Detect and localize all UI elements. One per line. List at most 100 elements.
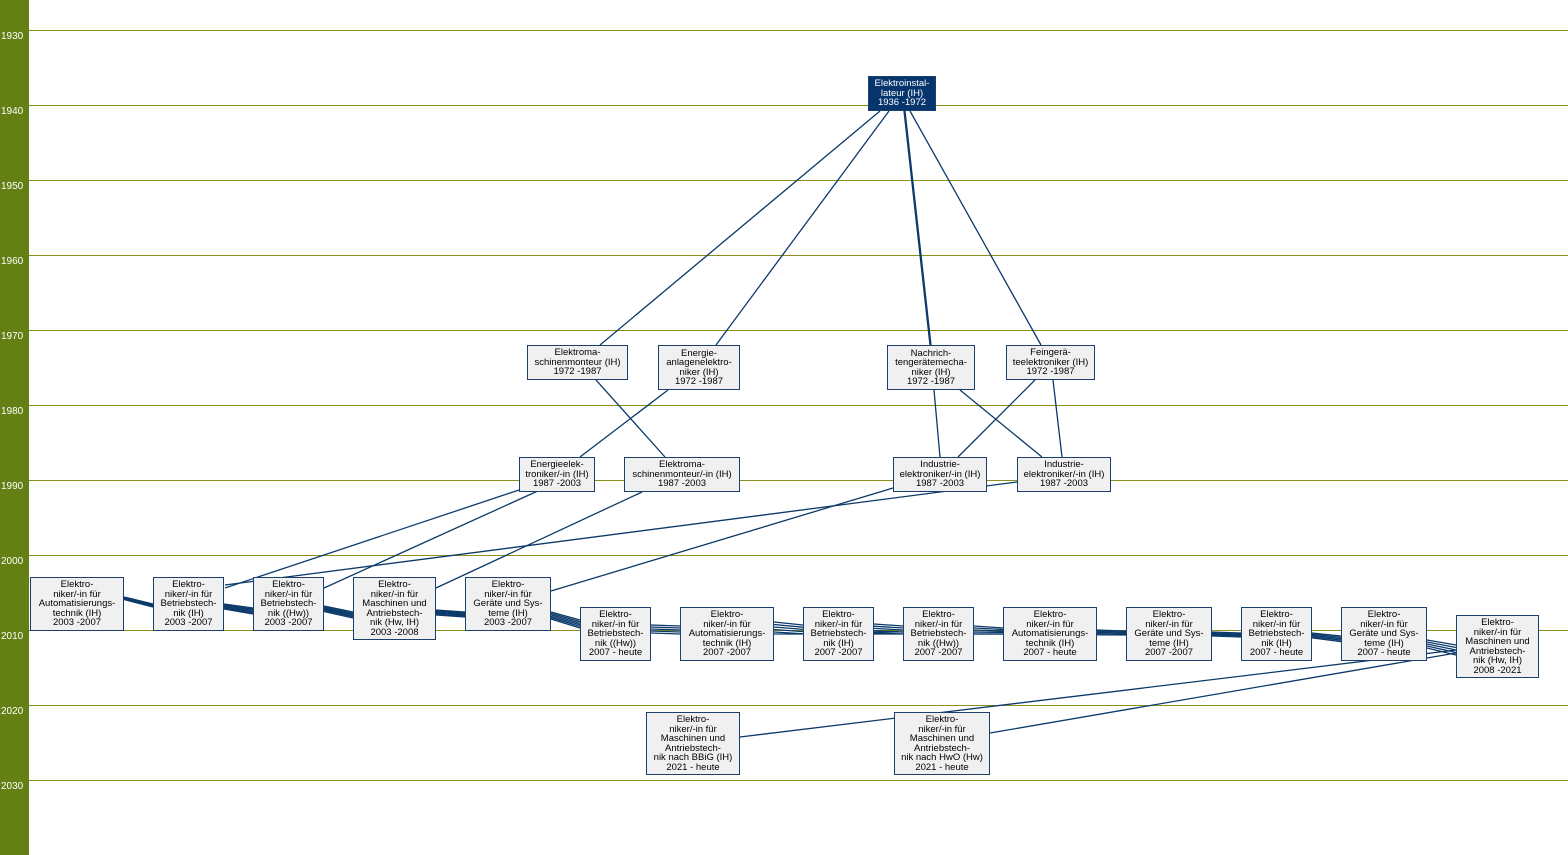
node-text-line: 2003 -2007 bbox=[164, 617, 213, 629]
occupation-node[interactable]: Elektroinstal-lateur (IH)1936 -1972 bbox=[868, 76, 936, 111]
year-label: 2010 bbox=[1, 631, 24, 642]
node-text-line: 2003 -2007 bbox=[264, 617, 313, 629]
connector-line bbox=[435, 614, 466, 618]
connector-line bbox=[223, 607, 254, 614]
node-text-line: 1987 -2003 bbox=[1039, 478, 1089, 490]
node-text-line: Maschinen und bbox=[362, 598, 427, 609]
occupation-node[interactable]: Industrie-elektroniker/-in (IH)1987 -200… bbox=[893, 457, 987, 492]
year-label: 1990 bbox=[1, 481, 24, 492]
node-text-line: Industrie- bbox=[920, 459, 960, 471]
node-text-line: niker (IH) bbox=[679, 366, 719, 378]
occupation-node[interactable]: Elektroma-schinenmonteur (IH)1972 -1987 bbox=[527, 345, 628, 380]
gridline-2000 bbox=[29, 555, 1568, 556]
occupation-node[interactable]: Feingerä-teelektroniker (IH)1972 -1987 bbox=[1006, 345, 1095, 380]
node-text-line: 2007 - heute bbox=[1357, 647, 1411, 659]
node-text-line: tengerätemecha- bbox=[895, 357, 967, 368]
connector-line bbox=[435, 612, 466, 616]
node-text-line: Antriebstech- bbox=[1469, 645, 1526, 657]
node-text-line: Elektro- bbox=[676, 714, 710, 725]
connector-line bbox=[773, 631, 804, 635]
connector-line bbox=[223, 608, 254, 615]
node-text-line: Betriebstech- bbox=[587, 628, 644, 640]
occupation-node[interactable]: Energieelek-troniker/-in (IH)1987 -2003 bbox=[519, 457, 595, 492]
node-text-line: Industrie- bbox=[1044, 459, 1084, 471]
node-text-line: Elektro- bbox=[1481, 617, 1514, 628]
occupation-node[interactable]: Nachrich-tengerätemecha-niker (IH)1972 -… bbox=[887, 345, 975, 390]
connector-line bbox=[1426, 639, 1457, 646]
node-text-line: Geräte und Sys- bbox=[1134, 628, 1204, 640]
node-text-line: Elektro- bbox=[1367, 609, 1401, 621]
connector-line bbox=[550, 614, 581, 624]
connector-line bbox=[550, 612, 581, 623]
connector-line bbox=[1311, 637, 1342, 643]
connector-line bbox=[1426, 647, 1457, 656]
node-text-line: Nachrich- bbox=[910, 347, 952, 359]
connector-line bbox=[123, 598, 154, 608]
year-label: 1980 bbox=[1, 406, 24, 417]
node-text-line: Elektro- bbox=[1033, 609, 1067, 621]
occupation-node[interactable]: Industrie-elektroniker/-in (IH)1987 -200… bbox=[1017, 457, 1111, 492]
connector-line bbox=[1426, 645, 1457, 654]
connector-line bbox=[773, 621, 804, 626]
connector-line bbox=[123, 598, 154, 608]
connector-line bbox=[957, 379, 1036, 458]
node-text-line: Energie- bbox=[681, 347, 717, 359]
node-text-line: teelektroniker (IH) bbox=[1012, 356, 1089, 368]
occupation-node[interactable]: Elektroma-schinenmonteur/-in (IH)1987 -2… bbox=[624, 457, 740, 492]
node-text-line: nik nach HwO (Hw) bbox=[901, 752, 983, 763]
occupation-node[interactable]: Energie-anlagenelektro-niker (IH)1972 -1… bbox=[658, 345, 740, 390]
node-text-line: 2007 -2007 bbox=[814, 647, 863, 659]
node-text-line: 2007 - heute bbox=[1249, 647, 1304, 659]
connector-line bbox=[435, 610, 466, 614]
year-label: 1960 bbox=[1, 256, 24, 267]
node-text-line: Elektro- bbox=[60, 579, 94, 591]
connector-line bbox=[1311, 635, 1342, 641]
node-text-line: niker/-in für bbox=[918, 723, 966, 735]
connector-line bbox=[550, 487, 894, 592]
node-text-line: anlagenelektro- bbox=[666, 357, 732, 368]
node-text-line: niker (IH) bbox=[911, 366, 951, 378]
node-text-line: nik (IH) bbox=[823, 637, 854, 649]
node-text-line: Elektroma- bbox=[659, 459, 705, 471]
node-text-line: niker/-in für bbox=[814, 618, 863, 630]
connector-line bbox=[550, 616, 581, 628]
node-text-line: 1972 -1987 bbox=[553, 366, 602, 378]
node-text-line: 1972 -1987 bbox=[906, 376, 956, 387]
connector-line bbox=[650, 632, 681, 635]
connector-line bbox=[989, 652, 1457, 734]
node-text-line: niker/-in für bbox=[1026, 618, 1074, 630]
node-text-line: Maschinen und bbox=[1465, 636, 1530, 647]
connector-line bbox=[223, 604, 254, 610]
connector-line bbox=[224, 489, 520, 589]
node-text-line: Elektroma- bbox=[554, 347, 601, 359]
connector-line bbox=[1211, 631, 1242, 634]
connector-line bbox=[435, 491, 643, 589]
connector-line bbox=[323, 605, 354, 613]
node-text-line: Automatisierungs- bbox=[1011, 628, 1089, 640]
node-text-line: 1972 -1987 bbox=[674, 376, 724, 387]
node-text-line: 2007 -2007 bbox=[914, 647, 963, 659]
connector-line bbox=[873, 623, 904, 627]
connector-line bbox=[435, 609, 466, 613]
node-text-line: Automatisierungs- bbox=[38, 598, 116, 610]
node-text-line: 2003 -2007 bbox=[52, 617, 102, 629]
connector-line bbox=[323, 606, 354, 614]
node-text-line: teme (IH) bbox=[1364, 637, 1404, 649]
